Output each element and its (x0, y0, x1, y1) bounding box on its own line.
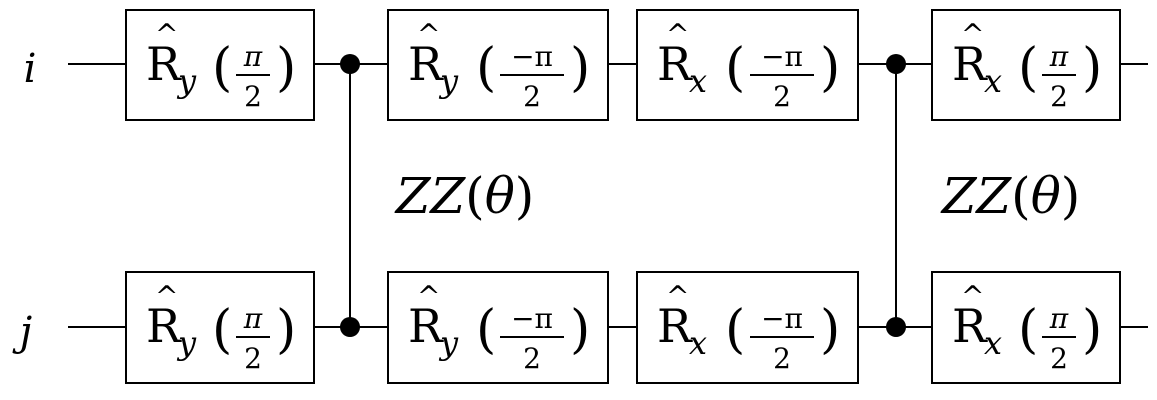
gate-axis: x (984, 324, 1002, 362)
gate-numerator: −π (761, 40, 803, 73)
gate-paren-open: ( (725, 300, 745, 360)
gate-rx-pi-over-2-j: R ^ x ( π 2 ) (931, 271, 1121, 384)
gate-ry-pi-over-2-i: R ^ y ( π 2 ) (125, 9, 315, 121)
gate-paren-close: ) (276, 38, 296, 98)
gate-denominator: 2 (523, 342, 541, 375)
gate-paren-open: ( (1018, 38, 1038, 98)
control-dot (886, 317, 906, 337)
gate-rx-neg-pi-over-2-i: R ^ x ( −π 2 ) (636, 9, 859, 121)
gate-hat: ^ (417, 280, 440, 313)
gate-numerator: −π (511, 302, 553, 335)
gate-paren-open: ( (212, 38, 232, 98)
gate-op: R (146, 299, 182, 353)
gate-paren-close: ) (570, 38, 590, 98)
qubit-label-i: i (24, 46, 37, 92)
gate-box (125, 271, 315, 384)
gate-box (931, 9, 1121, 121)
zz-label-1: ZZ(θ) (394, 167, 535, 225)
gate-op: R (657, 299, 693, 353)
gate-hat: ^ (961, 18, 984, 51)
gate-ry-pi-over-2-j: R ^ y ( π 2 ) (125, 271, 315, 384)
gate-numerator: π (1049, 40, 1069, 73)
gate-box (931, 271, 1121, 384)
gate-hat: ^ (155, 280, 178, 313)
gate-axis: y (176, 62, 197, 100)
gate-box (125, 9, 315, 121)
gate-denominator: 2 (244, 80, 262, 113)
gate-paren-close: ) (1082, 38, 1102, 98)
gate-hat: ^ (155, 18, 178, 51)
gate-op: R (408, 37, 444, 91)
gate-axis: y (438, 62, 459, 100)
gate-op: R (952, 299, 988, 353)
gate-op: R (408, 299, 444, 353)
gate-paren-close: ) (820, 38, 840, 98)
gate-op: R (657, 37, 693, 91)
gate-numerator: π (243, 40, 263, 73)
gate-hat: ^ (417, 18, 440, 51)
gate-paren-open: ( (476, 38, 496, 98)
gate-denominator: 2 (1050, 80, 1068, 113)
gate-op: R (146, 37, 182, 91)
gate-denominator: 2 (1050, 342, 1068, 375)
gate-denominator: 2 (523, 80, 541, 113)
gate-denominator: 2 (773, 80, 791, 113)
gate-paren-open: ( (476, 300, 496, 360)
gate-paren-open: ( (725, 38, 745, 98)
gate-rx-neg-pi-over-2-j: R ^ x ( −π 2 ) (636, 271, 859, 384)
qubit-label-j: j (12, 309, 32, 355)
zz-control-2 (886, 54, 906, 337)
gate-numerator: π (243, 302, 263, 335)
gate-ry-neg-pi-over-2-i: R ^ y ( −π 2 ) (387, 9, 609, 121)
gate-op: R (952, 37, 988, 91)
gate-paren-close: ) (570, 300, 590, 360)
zz-control-1 (340, 54, 360, 337)
gate-hat: ^ (666, 280, 689, 313)
control-dot (886, 54, 906, 74)
gate-denominator: 2 (773, 342, 791, 375)
gate-ry-neg-pi-over-2-j: R ^ y ( −π 2 ) (387, 271, 609, 384)
control-dot (340, 317, 360, 337)
gate-rx-pi-over-2-i: R ^ x ( π 2 ) (931, 9, 1121, 121)
gate-paren-close: ) (276, 300, 296, 360)
gate-paren-open: ( (1018, 300, 1038, 360)
control-dot (340, 54, 360, 74)
gate-axis: x (689, 324, 707, 362)
gate-box (387, 9, 609, 121)
gate-axis: y (176, 324, 197, 362)
gate-numerator: π (1049, 302, 1069, 335)
gate-axis: x (689, 62, 707, 100)
gate-box (636, 271, 859, 384)
zz-label-2: ZZ(θ) (940, 167, 1081, 225)
gate-denominator: 2 (244, 342, 262, 375)
gate-numerator: −π (511, 40, 553, 73)
gate-paren-open: ( (212, 300, 232, 360)
gate-paren-close: ) (820, 300, 840, 360)
gate-paren-close: ) (1082, 300, 1102, 360)
gate-axis: x (984, 62, 1002, 100)
gate-axis: y (438, 324, 459, 362)
gate-hat: ^ (666, 18, 689, 51)
gate-numerator: −π (761, 302, 803, 335)
gate-box (387, 271, 609, 384)
gate-hat: ^ (961, 280, 984, 313)
gate-box (636, 9, 859, 121)
